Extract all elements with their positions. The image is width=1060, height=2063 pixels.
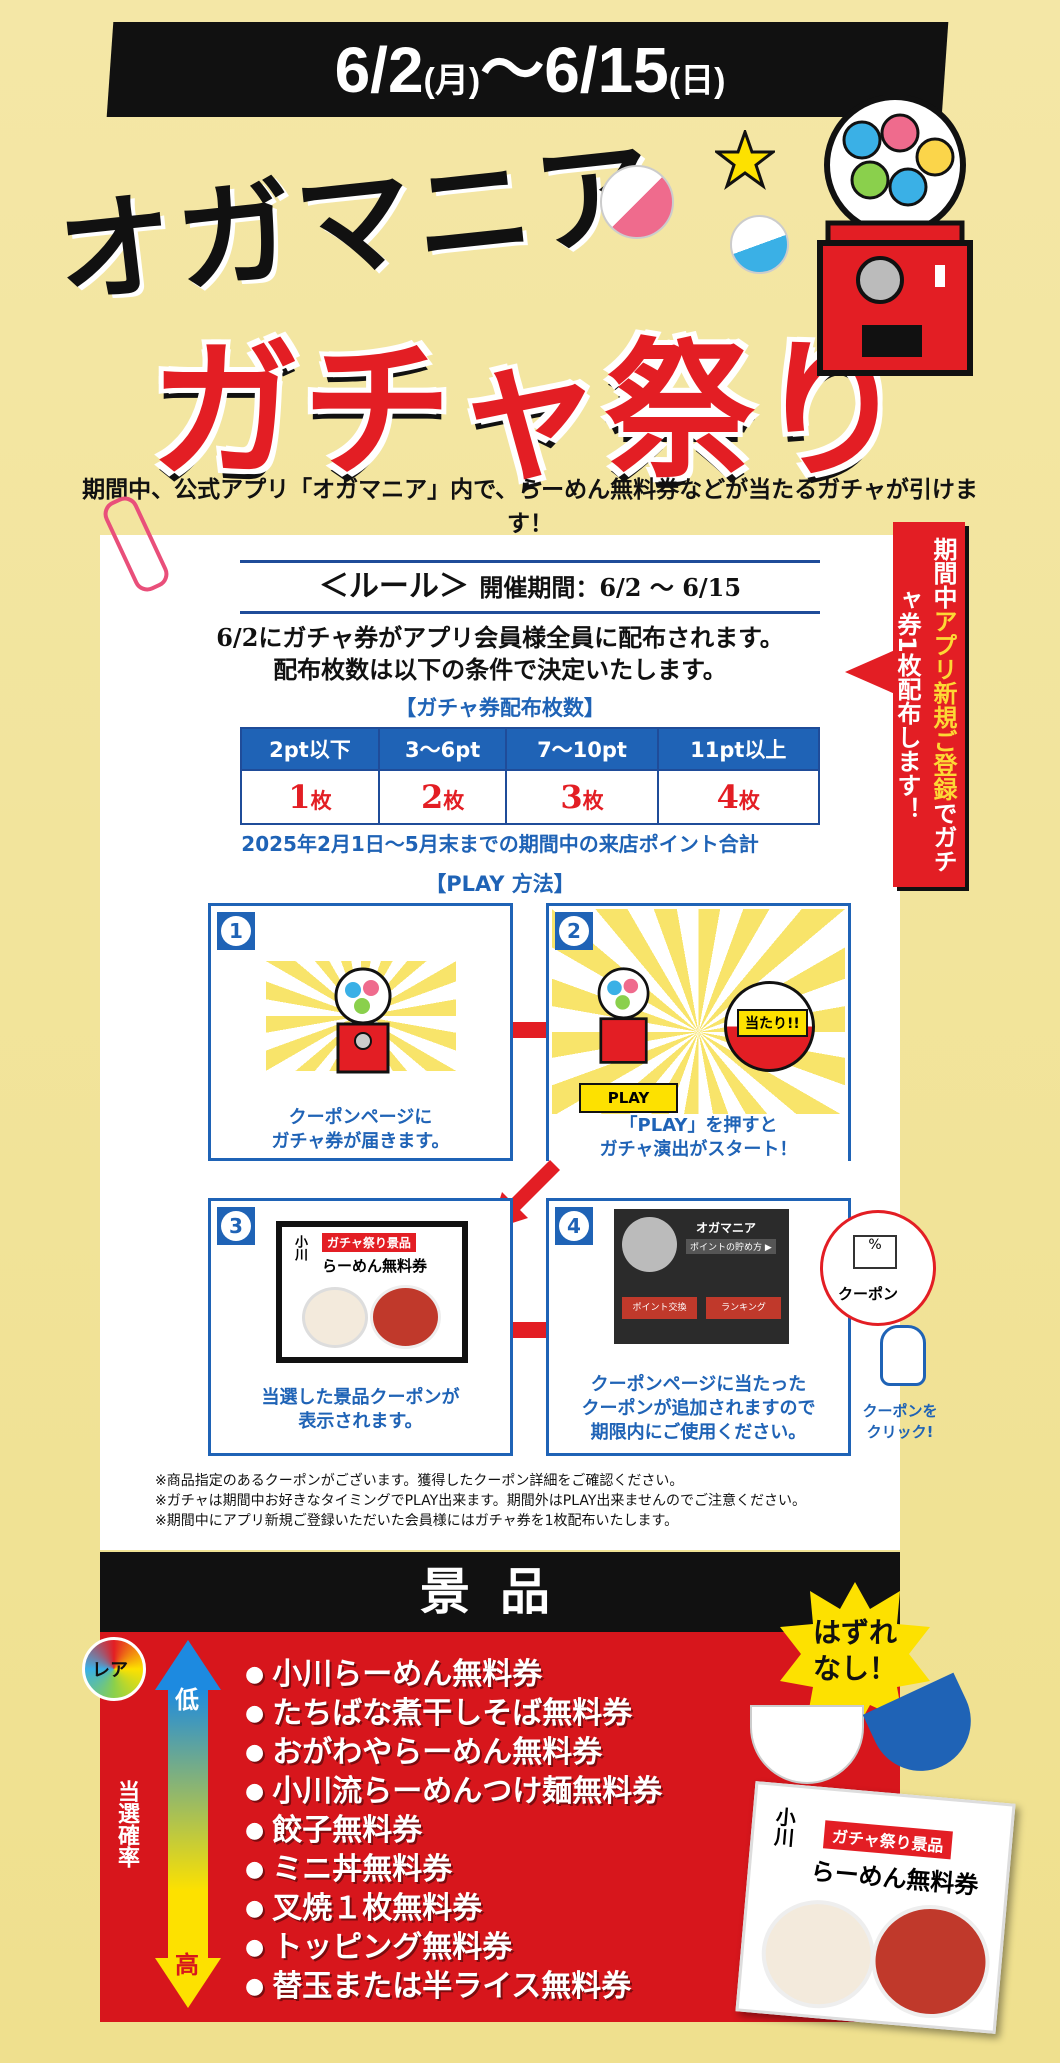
no-miss-text: はずれ なし！	[812, 1616, 897, 1685]
ramen-bowl-icon	[370, 1285, 441, 1349]
prize-item: たちばな煮干しそば無料券	[245, 1694, 662, 1733]
step-caption: クーポンページに ガチャ券が届きます。	[271, 1107, 450, 1152]
ramen-bowl-icon	[757, 1895, 880, 2013]
rules-heading: ＜ルール＞ 開催期間：6/2 〜 6/15	[240, 560, 820, 614]
coupon-zoom-callout: % クーポン	[820, 1210, 936, 1326]
play-button[interactable]: PLAY	[579, 1083, 678, 1113]
ramen-bowl-icon	[302, 1287, 368, 1348]
intro-text: 期間中、公式アプリ「オガマニア」内で、らーめん無料券などが当たるガチャが引けます…	[82, 477, 978, 537]
footnote: ※期間中にアプリ新規ご登録いただいた会員様にはガチャ券を1枚配布いたします。	[155, 1513, 679, 1529]
footnote: ※ガチャは期間中お好きなタイミングでPLAY出来ます。期間外はPLAY出来ません…	[155, 1493, 806, 1509]
prize-item: トッピング無料券	[245, 1928, 662, 1967]
step-number-badge: 3	[217, 1207, 255, 1245]
card-brand: 小川	[769, 1805, 798, 1848]
tag-pointer	[845, 650, 895, 694]
hit-label: 当たり!!	[737, 1009, 808, 1037]
prize-list: 小川らーめん無料券 たちばな煮干しそば無料券 おがわやらーめん無料券 小川流らー…	[245, 1655, 662, 2006]
rules-line-1: 6/2にガチャ券がアプリ会員様全員に配布されます。	[216, 623, 784, 652]
ticket-count-cell: 4枚	[656, 769, 821, 825]
title-event-name: ガチャ祭り	[150, 325, 909, 499]
probability-label: 当選確率	[114, 1780, 139, 1868]
coupon-tab-label[interactable]: クーポン	[838, 1285, 899, 1303]
ticket-table-header: 7〜10pt	[505, 727, 659, 771]
prize-item: 餃子無料券	[245, 1811, 662, 1850]
tap-hint: クーポンを クリック!	[862, 1402, 938, 1441]
point-exchange-button[interactable]: ポイント交換	[622, 1297, 697, 1319]
rare-capsule-icon	[82, 1637, 146, 1701]
coupon-tag: ガチャ祭り景品	[322, 1233, 416, 1252]
coupon-icon: %	[853, 1235, 897, 1269]
ticket-table-title: 【ガチャ券配布枚数】	[395, 696, 605, 720]
play-method-title: 【PLAY 方法】	[425, 872, 575, 896]
arrow-up-head	[155, 1640, 221, 1690]
prize-coupon-card: 小川 ガチャ祭り景品 らーめん無料券	[735, 1781, 1016, 2034]
step-caption: クーポンページに当たった クーポンが追加されますので 期限内にご使用ください。	[581, 1374, 816, 1443]
ticket-table-header: 11pt以上	[656, 727, 821, 771]
gacha-machine-icon	[597, 967, 650, 1064]
high-label: 高	[175, 1951, 199, 1979]
ticket-table: 2pt以下 3〜6pt 7〜10pt 11pt以上 1枚 2枚 3枚 4枚	[240, 727, 821, 825]
new-signup-tag: 期間中アプリ新規ご登録でガチャ券1枚配布します！	[893, 522, 965, 887]
ticket-table-header: 3〜6pt	[377, 727, 508, 771]
capsule-icon	[730, 215, 789, 274]
play-step-1: 1 クーポンページに ガチャ券が届きます。	[208, 903, 513, 1161]
arrow-down-head	[155, 1958, 221, 2008]
gacha-machine-icon	[334, 967, 392, 1074]
points-medal-icon	[622, 1217, 677, 1272]
footnote: ※商品指定のあるクーポンがございます。獲得したクーポン詳細をご確認ください。	[155, 1473, 684, 1489]
step-caption: 「PLAY」を押すと ガチャ演出がスタート！	[549, 1114, 848, 1162]
ramen-bowl-icon	[866, 1900, 995, 2023]
rules-line-2: 配布枚数は以下の条件で決定いたします。	[273, 655, 727, 684]
capsule-icon	[600, 165, 674, 239]
star-icon	[715, 130, 775, 190]
prizes-heading: 景品	[100, 1552, 900, 1632]
prize-item: 叉焼１枚無料券	[245, 1889, 662, 1928]
coupon-brand: 小川	[292, 1235, 307, 1261]
prize-item: 替玉または半ライス無料券	[245, 1967, 662, 2006]
coupon-name: らーめん無料券	[322, 1257, 428, 1275]
hand-pointer-icon	[880, 1325, 926, 1386]
prize-item: おがわやらーめん無料券	[245, 1733, 662, 1772]
step-number-badge: 2	[555, 912, 593, 950]
ticket-count-cell: 2枚	[377, 769, 508, 825]
gacha-machine-illustration	[817, 95, 973, 376]
step-number-badge: 4	[555, 1207, 593, 1245]
ticket-count-cell: 1枚	[240, 769, 380, 825]
rare-label: レア	[92, 1660, 128, 1681]
ticket-table-note: 2025年2月1日〜5月末までの期間中の来店ポイント合計	[241, 832, 759, 856]
ticket-table-header: 2pt以下	[240, 727, 380, 771]
event-dates: 6/2(月)〜6/15(日)	[334, 34, 726, 106]
prize-item: 小川流らーめんつけ麺無料券	[245, 1772, 662, 1811]
probability-bar	[168, 1688, 208, 1978]
ranking-button[interactable]: ランキング	[706, 1297, 781, 1319]
play-step-4: オガマニア ポイントの貯め方 ▶ ポイント交換 ランキング 4 クーポンページに…	[546, 1198, 851, 1456]
app-screen-mockup: オガマニア ポイントの貯め方 ▶ ポイント交換 ランキング	[614, 1209, 789, 1344]
step-caption: 当選した景品クーポンが 表示されます。	[261, 1387, 460, 1432]
prize-item: ミニ丼無料券	[245, 1850, 662, 1889]
ticket-count-cell: 3枚	[505, 769, 659, 825]
low-label: 低	[175, 1686, 199, 1714]
play-step-2: PLAY 当たり!! 2 「PLAY」を押すと ガチャ演出がスタート！	[546, 903, 851, 1162]
play-step-3: ガチャ祭り景品 らーめん無料券 小川 3 当選した景品クーポンが 表示されます。	[208, 1198, 513, 1456]
step-number-badge: 1	[217, 912, 255, 950]
prize-coupon-image: ガチャ祭り景品 らーめん無料券 小川	[276, 1221, 468, 1363]
card-name: らーめん無料券	[809, 1857, 980, 1900]
app-name: オガマニア	[696, 1221, 757, 1235]
prize-item: 小川らーめん無料券	[245, 1655, 662, 1694]
app-points-link[interactable]: ポイントの貯め方 ▶	[686, 1239, 776, 1254]
